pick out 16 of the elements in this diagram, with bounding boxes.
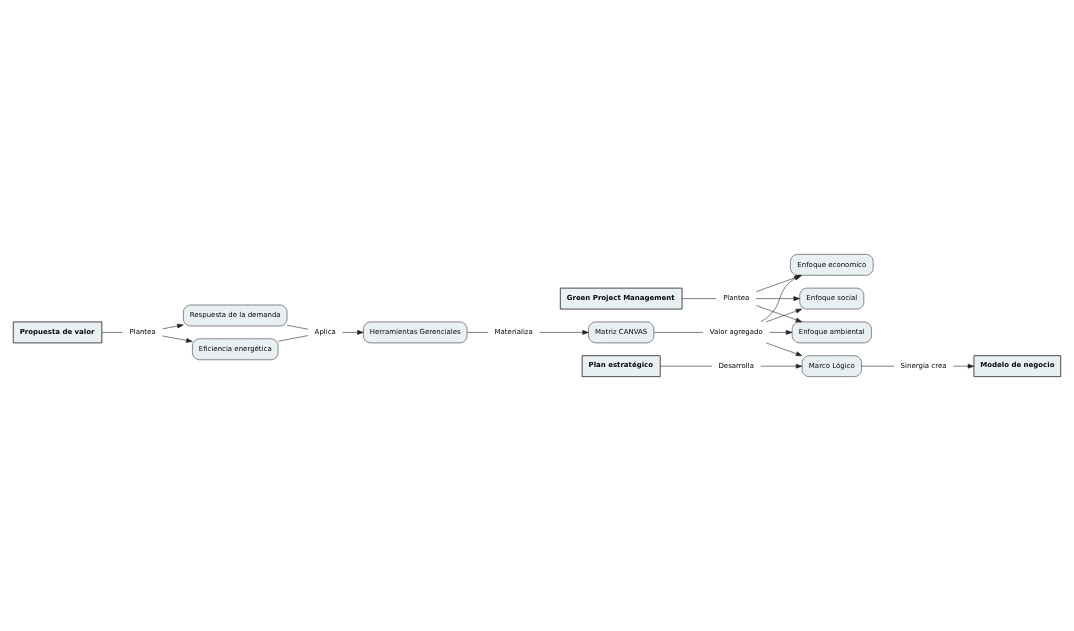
arrow [162,323,184,330]
connector [653,332,704,333]
arrow [539,330,589,335]
connector [101,332,123,333]
connector [681,298,717,299]
arrow [760,363,803,369]
arrow [162,335,193,343]
connector [660,365,713,367]
arrow [342,330,364,335]
arrow [755,296,800,301]
arrow [952,363,975,369]
arrow [765,342,803,357]
arrow [769,330,793,335]
arrow [755,305,803,323]
connector [861,365,895,367]
arrow [765,308,803,323]
